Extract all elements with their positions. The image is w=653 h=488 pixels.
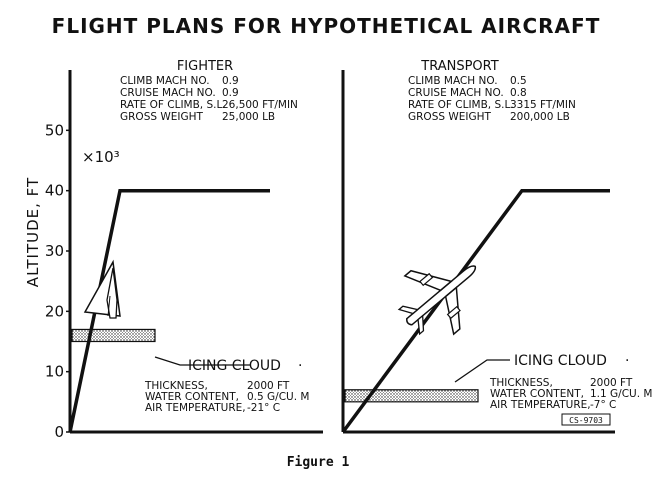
cloud-label-fighter: ICING CLOUD (188, 358, 281, 374)
spec-value: 0.9 (222, 87, 239, 99)
cloud-spec-block-transport: THICKNESS, 2000 FT WATER CONTENT, 1.1 G/… (489, 377, 652, 411)
panel-transport: TRANSPORT CLIMB MACH NO. 0.5 CRUISE MACH… (341, 59, 652, 434)
cloud-spec-value: 1.1 G/CU. M (590, 388, 652, 400)
y-tick-label: 30 (45, 242, 64, 260)
cloud-label-transport: ICING CLOUD (514, 353, 607, 369)
fighter-aircraft-icon (83, 259, 121, 319)
panel-title-fighter: FIGHTER (177, 59, 233, 74)
spec-label: CLIMB MACH NO. (120, 75, 210, 87)
cloud-label-mark: · (298, 358, 302, 374)
figure-title: FLIGHT PLANS FOR HYPOTHETICAL AIRCRAFT (52, 14, 601, 38)
spec-value: 0.5 (510, 75, 527, 87)
panel-title-transport: TRANSPORT (420, 59, 498, 74)
spec-value: 0.9 (222, 75, 239, 87)
cloud-spec-value: 0.5 G/CU. M (247, 391, 309, 403)
y-exponent-label: ×10³ (82, 148, 120, 166)
spec-label: GROSS WEIGHT (120, 111, 204, 123)
spec-value: 3315 FT/MIN (510, 99, 576, 111)
spec-label: RATE OF CLIMB, S.L. (408, 99, 514, 111)
y-tick-labels: 0 10 20 30 40 50 (45, 121, 70, 441)
cloud-spec-value: -21° C (247, 402, 280, 414)
spec-label: CRUISE MACH NO. (120, 87, 216, 99)
y-tick-label: 40 (45, 182, 64, 200)
y-tick-label: 50 (45, 121, 64, 139)
panel-fighter: FIGHTER CLIMB MACH NO. 0.9 CRUISE MACH N… (68, 59, 323, 434)
figure-code-box (561, 413, 611, 426)
icing-cloud-transport (344, 389, 479, 403)
flight-path-transport (341, 188, 610, 434)
cloud-spec-label: WATER CONTENT, (490, 388, 584, 400)
flight-path-fighter (68, 188, 270, 433)
spec-label: RATE OF CLIMB, S.L. (120, 99, 226, 111)
spec-value: 26,500 FT/MIN (222, 99, 298, 111)
cloud-spec-label: AIR TEMPERATURE, (145, 402, 246, 414)
spec-value: 25,000 LB (222, 111, 275, 123)
y-axis-label: ALTITUDE, FT (24, 177, 42, 287)
cloud-spec-label: WATER CONTENT, (145, 391, 239, 403)
spec-label: GROSS WEIGHT (408, 111, 492, 123)
cloud-spec-label: THICKNESS, (144, 380, 208, 392)
cloud-label-mark: · (625, 353, 629, 369)
figure-code: CS-9703 (569, 416, 603, 425)
cloud-spec-label: THICKNESS, (489, 377, 553, 389)
transport-aircraft-icon (397, 265, 477, 336)
cloud-leader-line (154, 356, 250, 366)
cloud-leader-line (454, 359, 510, 383)
cloud-spec-label: AIR TEMPERATURE, (490, 399, 591, 411)
y-tick-label: 20 (45, 302, 64, 320)
spec-value: 200,000 LB (510, 111, 570, 123)
icing-cloud-fighter (71, 328, 156, 343)
figure-caption: Figure 1 (287, 455, 350, 470)
spec-value: 0.8 (510, 87, 527, 99)
spec-label: CRUISE MACH NO. (408, 87, 504, 99)
y-tick-label: 0 (54, 423, 64, 441)
cloud-spec-block-fighter: THICKNESS, 2000 FT WATER CONTENT, 0.5 G/… (144, 380, 309, 414)
cloud-spec-value: 2000 FT (247, 380, 290, 392)
cloud-spec-value: 2000 FT (590, 377, 633, 389)
spec-block-transport: CLIMB MACH NO. 0.5 CRUISE MACH NO. 0.8 R… (408, 75, 576, 123)
y-tick-label: 10 (45, 363, 64, 381)
spec-label: CLIMB MACH NO. (408, 75, 498, 87)
spec-block-fighter: CLIMB MACH NO. 0.9 CRUISE MACH NO. 0.9 R… (120, 75, 298, 123)
cloud-spec-value: -7° C (590, 399, 616, 411)
